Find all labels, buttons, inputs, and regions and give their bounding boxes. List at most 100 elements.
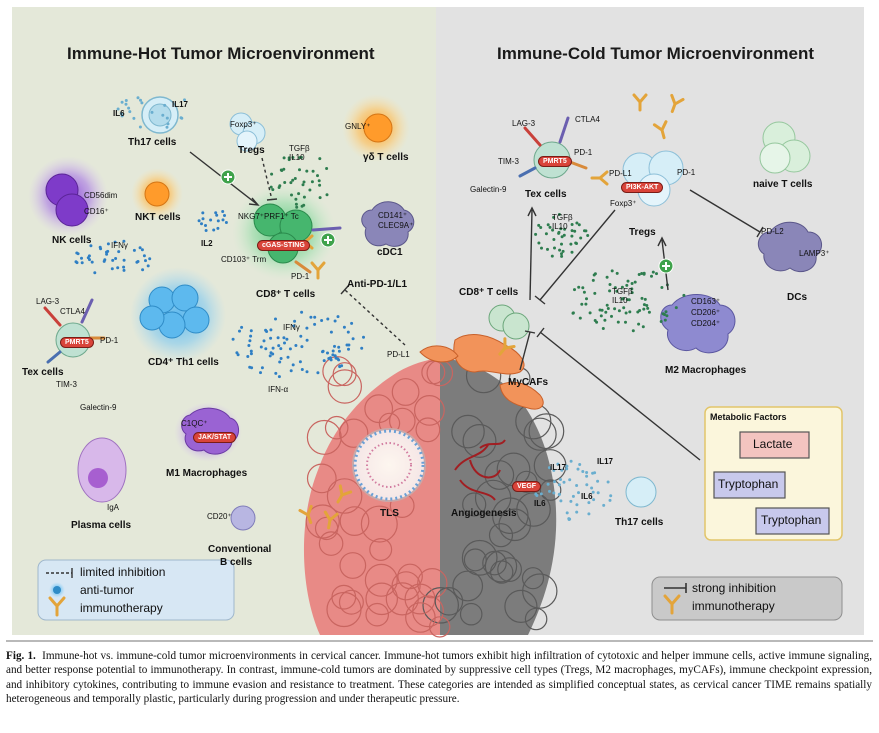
- cytokine-dot: [113, 240, 117, 244]
- cdc1-cell: [361, 201, 415, 247]
- cytokine-dot: [552, 468, 556, 472]
- tls-label: TLS: [380, 508, 399, 519]
- cytokine-dot: [562, 233, 566, 237]
- cytokine-dot: [117, 250, 121, 254]
- cytokine-dot: [360, 346, 364, 350]
- tumor-cell: [365, 602, 389, 627]
- cytokine-dot: [660, 286, 664, 289]
- cytokine-dot: [269, 336, 273, 340]
- antibody-icon: [498, 337, 516, 356]
- nk-cell-b: [55, 193, 89, 227]
- cytokine-dot: [333, 344, 336, 348]
- cytokine-dot: [537, 223, 541, 227]
- iga-label: IgA: [107, 503, 120, 512]
- cytokine-dot: [659, 320, 663, 323]
- cytokine-dot: [270, 172, 274, 176]
- gd-t-cell: [363, 113, 393, 143]
- cytokine-dot: [124, 99, 128, 102]
- cytokine-dot: [119, 112, 123, 115]
- cytokine-dot: [209, 218, 213, 222]
- cytokine-dot: [624, 311, 628, 315]
- cytokine-dot: [224, 221, 228, 224]
- tumor-cell: [523, 417, 557, 451]
- checkpoint-receptors: [43, 116, 588, 364]
- cytokine-dot: [565, 467, 569, 471]
- tgfb-hot-label: TGFβ: [289, 144, 310, 153]
- cytokine-dot: [300, 345, 304, 349]
- tim3-hot-label: TIM-3: [56, 380, 77, 389]
- antibody-icon: [663, 594, 681, 615]
- cytokine-dot: [235, 351, 239, 355]
- cd103-label: CD103⁺ Trm: [221, 255, 267, 264]
- cytokine-dot: [248, 339, 252, 343]
- cytokine-dot: [663, 318, 667, 322]
- cytokine-dot: [559, 478, 562, 481]
- tumor-cell: [522, 573, 558, 609]
- cytokine-dot: [537, 241, 541, 245]
- tumor-cell: [364, 394, 394, 424]
- inhibit-tregs-dcs: [689, 189, 761, 233]
- cytokine-dot: [238, 329, 241, 333]
- cytokine-dot: [269, 185, 273, 189]
- cd4-cell-2: [171, 284, 199, 312]
- cytokine-dot: [166, 122, 170, 126]
- cytokine-dot: [249, 349, 253, 353]
- cytokine-dot: [240, 325, 244, 329]
- cytokine-dot: [647, 310, 651, 314]
- cd20-label: CD20⁺: [207, 512, 232, 521]
- cytokine-dot: [624, 320, 627, 324]
- cytokine-dot: [274, 317, 277, 321]
- cytokine-dot: [288, 347, 292, 351]
- cytokine-dot: [546, 247, 549, 251]
- cytokine-dot: [279, 347, 283, 351]
- antibody-icon: [336, 484, 353, 504]
- cytokine-dot: [290, 193, 293, 197]
- cytokine-dot: [80, 261, 84, 265]
- cytokine-dot: [637, 322, 641, 326]
- cytokine-dot: [274, 371, 278, 375]
- m2-label: M2 Macrophages: [665, 365, 747, 376]
- tumor-cell: [504, 589, 538, 624]
- caption-text: Immune-hot vs. immune-cold tumor microen…: [6, 650, 872, 705]
- cytokine-dot: [608, 289, 612, 293]
- cytokine-dot: [608, 283, 612, 286]
- pdl1-hot-label: PD-L1: [387, 350, 410, 359]
- cytokine-dot: [640, 296, 644, 300]
- cytokine-dot: [637, 273, 641, 276]
- cytokine-dot: [569, 499, 573, 503]
- tim3-cold-label: TIM-3: [498, 157, 519, 166]
- cytokine-dot: [322, 359, 326, 363]
- cytokine-dot: [105, 252, 109, 256]
- cd204-label: CD204⁺: [691, 319, 721, 328]
- cytokine-dot: [565, 464, 569, 468]
- cytokine-dot: [279, 168, 283, 172]
- cytokine-dot: [633, 280, 637, 284]
- cytokine-dot: [74, 260, 78, 264]
- galectin-hot-label: Galectin-9: [80, 403, 117, 412]
- cd163-label: CD163⁺: [691, 297, 721, 306]
- cytokine-dot: [559, 227, 563, 231]
- cytokine-dot: [651, 270, 655, 274]
- cytokine-dot: [596, 479, 600, 483]
- conventional-b-cell: [230, 505, 256, 531]
- cytokine-dot: [329, 330, 333, 334]
- cytokine-dot: [271, 346, 275, 350]
- foxp3-hot-label: Foxp3⁺: [230, 120, 257, 129]
- cytokine-dot: [204, 224, 207, 227]
- cytokine-dot: [585, 474, 589, 478]
- cytokine-dot: [575, 221, 579, 225]
- cytokine-dot: [585, 297, 588, 301]
- cytokine-dot: [165, 116, 169, 120]
- cytokine-dot: [601, 327, 605, 330]
- cytokine-dot: [346, 330, 350, 334]
- tgfb-cold-label-2: TGFβ: [612, 287, 633, 296]
- nkt-cell: [144, 181, 170, 207]
- cytokine-dot: [308, 188, 312, 192]
- cytokine-dot: [590, 486, 594, 490]
- tregs-cold-label: Tregs: [629, 227, 656, 238]
- conv-b-label-2: B cells: [220, 557, 253, 568]
- cytokine-dot: [622, 306, 626, 310]
- cytokine-dot: [264, 328, 268, 332]
- cytokine-dot: [282, 156, 286, 160]
- cytokine-dot: [269, 328, 273, 332]
